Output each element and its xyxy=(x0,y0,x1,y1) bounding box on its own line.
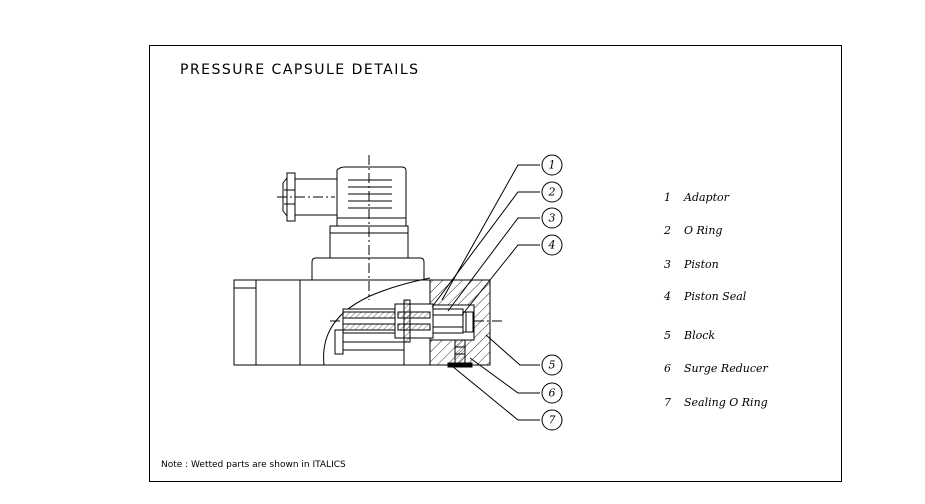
callout-3: 3 xyxy=(549,212,556,225)
callout-1: 1 xyxy=(549,159,556,172)
housing-neck xyxy=(311,225,425,280)
leader-lines xyxy=(431,164,540,421)
callout-6: 6 xyxy=(549,387,556,400)
callout-circles xyxy=(541,154,563,431)
surge-reducer-part xyxy=(447,339,473,368)
callout-5: 5 xyxy=(549,359,556,372)
callout-7: 7 xyxy=(549,414,556,427)
callout-2: 2 xyxy=(548,186,556,199)
wetted-parts-note: Note : Wetted parts are shown in ITALICS xyxy=(161,460,346,470)
piston-assembly xyxy=(334,299,474,365)
drawing-frame xyxy=(149,45,842,482)
page-title: PRESSURE CAPSULE DETAILS xyxy=(180,62,420,78)
callout-4: 4 xyxy=(548,239,556,252)
